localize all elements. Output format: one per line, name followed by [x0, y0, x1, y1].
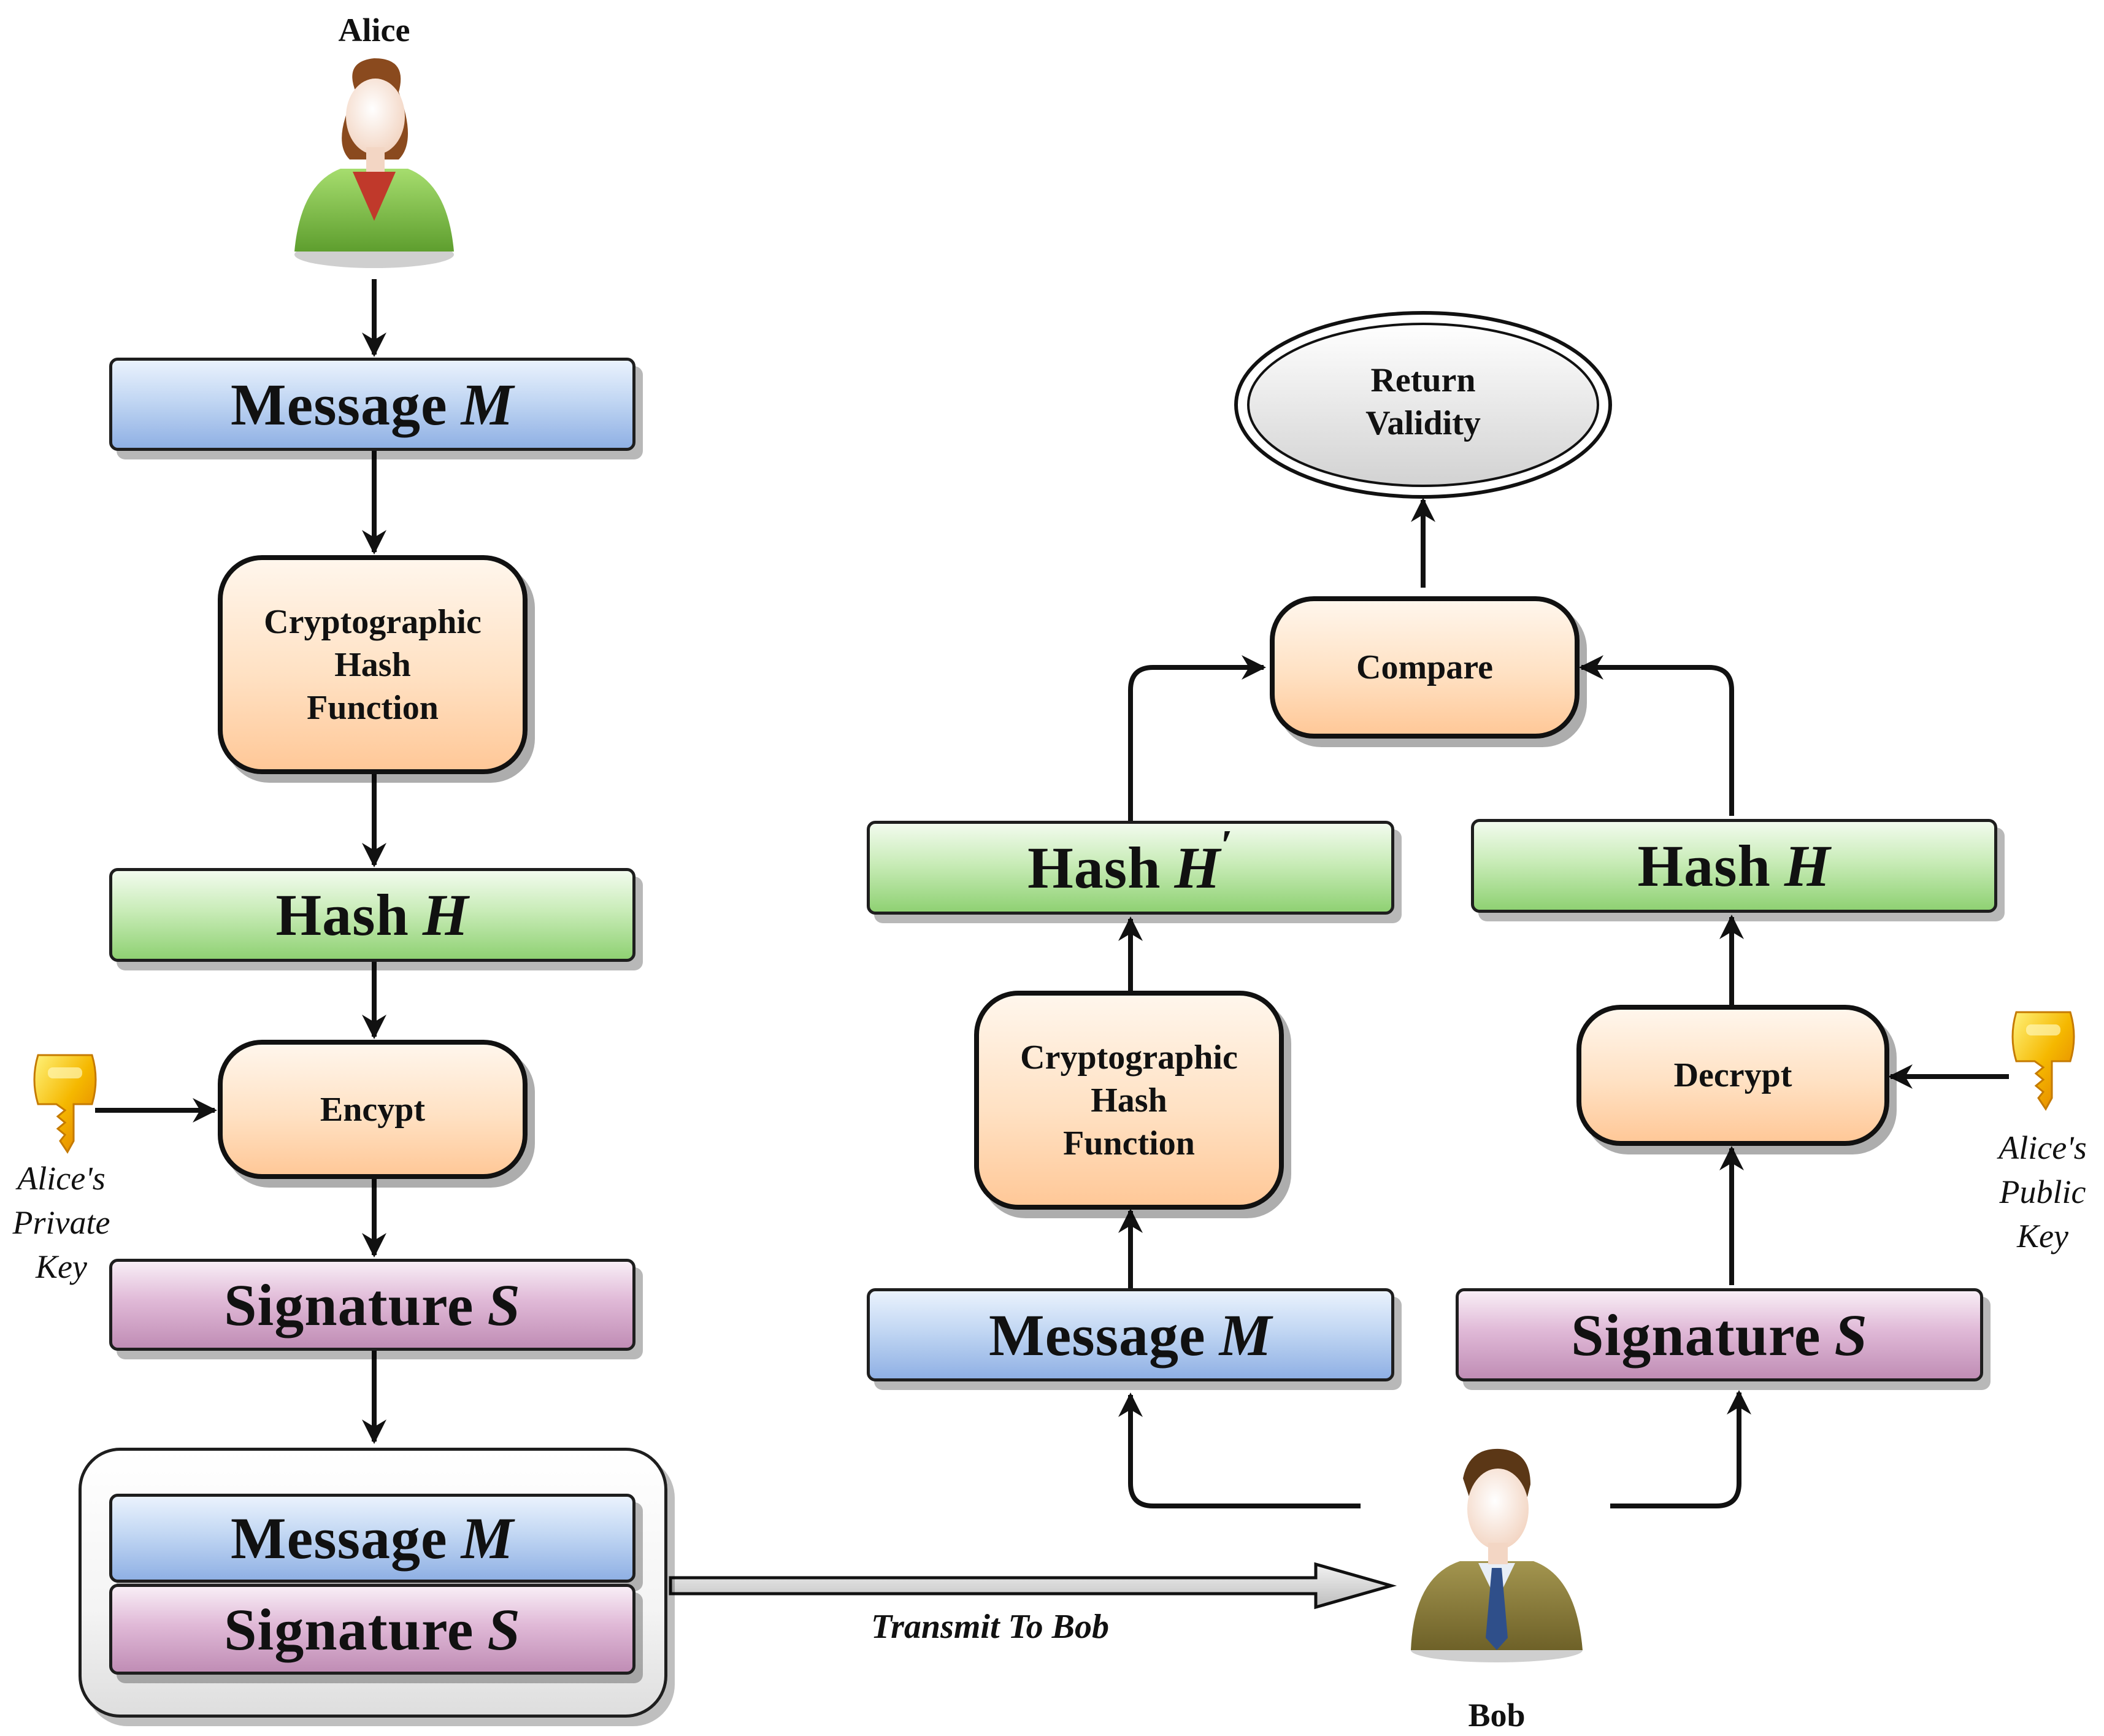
public-key-line-1: Alice's — [1998, 1129, 2087, 1166]
public-key-icon — [2011, 1011, 2075, 1111]
compare-label: Compare — [1356, 648, 1493, 686]
arrow-hash-to-compare — [1579, 655, 1734, 816]
sender-message-label: Message — [231, 371, 448, 437]
sender-hash-fn-line-3: Function — [307, 688, 439, 727]
sender-encrypt-label: Encypt — [320, 1090, 426, 1129]
alice-avatar-icon — [294, 58, 454, 268]
bob-name: Bob — [1468, 1697, 1526, 1734]
receiver-hash-fn-line-3: Function — [1063, 1124, 1195, 1162]
sender-hash-function-box: Cryptographic Hash Function — [218, 555, 528, 774]
receiver-signature-label: Signature — [1571, 1302, 1821, 1368]
sender-message-var: M — [461, 371, 514, 437]
receiver-hash-prime-var: H — [1174, 835, 1221, 901]
receiver-hash-function-box: Cryptographic Hash Function — [974, 991, 1284, 1210]
private-key-label: Alice's Private Key — [0, 1156, 123, 1289]
return-validity-ellipse — [1234, 311, 1612, 499]
bob-avatar-icon — [1411, 1448, 1583, 1662]
private-key-line-1: Alice's — [17, 1160, 106, 1197]
receiver-hash-label: Hash — [1637, 833, 1771, 899]
transmitted-bundle — [79, 1448, 667, 1718]
result-text: Return Validity — [1239, 359, 1607, 445]
decrypt-box: Decrypt — [1576, 1005, 1889, 1146]
sender-hash-label: Hash — [275, 882, 409, 948]
public-key-line-2: Public — [1999, 1173, 2086, 1210]
decrypt-label: Decrypt — [1673, 1056, 1792, 1094]
transmit-label: Transmit To Bob — [871, 1608, 1109, 1646]
receiver-hash-fn-line-2: Hash — [1091, 1081, 1167, 1120]
public-key-label: Alice's Public Key — [1981, 1126, 2104, 1258]
public-key-line-3: Key — [2017, 1218, 2068, 1254]
arrow-hashprime-to-compare — [1128, 655, 1266, 821]
alice-name: Alice — [338, 12, 410, 48]
private-key-line-2: Private — [12, 1204, 110, 1241]
sender-hash-fn-line-1: Cryptographic — [264, 602, 482, 641]
receiver-hash-fn-line-1: Cryptographic — [1020, 1038, 1238, 1077]
sender-signature-var: S — [487, 1272, 521, 1338]
compare-box: Compare — [1270, 596, 1580, 739]
sender-hash-fn-line-2: Hash — [334, 645, 411, 684]
arrow-bob-to-signature — [1610, 1390, 1751, 1508]
private-key-line-3: Key — [36, 1248, 87, 1285]
bundle-message-label: Message — [231, 1505, 448, 1571]
bundle-signature-label: Signature — [224, 1596, 474, 1662]
sender-signature-label: Signature — [224, 1272, 474, 1338]
sender-encrypt-box: Encypt — [218, 1040, 528, 1179]
result-line-1: Return — [1370, 361, 1476, 399]
result-line-2: Validity — [1365, 404, 1481, 442]
arrow-bob-to-message — [1118, 1392, 1361, 1508]
bundle-message-var: M — [461, 1505, 514, 1571]
receiver-hash-prime-mark: ′ — [1221, 821, 1234, 869]
private-key-icon — [33, 1054, 97, 1154]
bundle-signature-var: S — [487, 1596, 521, 1662]
sender-hash-var: H — [422, 882, 469, 948]
receiver-message-label: Message — [989, 1302, 1206, 1368]
receiver-hash-prime-label: Hash — [1027, 835, 1161, 901]
receiver-message-var: M — [1219, 1302, 1272, 1368]
transmit-arrow — [669, 1562, 1397, 1610]
receiver-hash-var: H — [1784, 833, 1831, 899]
receiver-signature-var: S — [1834, 1302, 1868, 1368]
